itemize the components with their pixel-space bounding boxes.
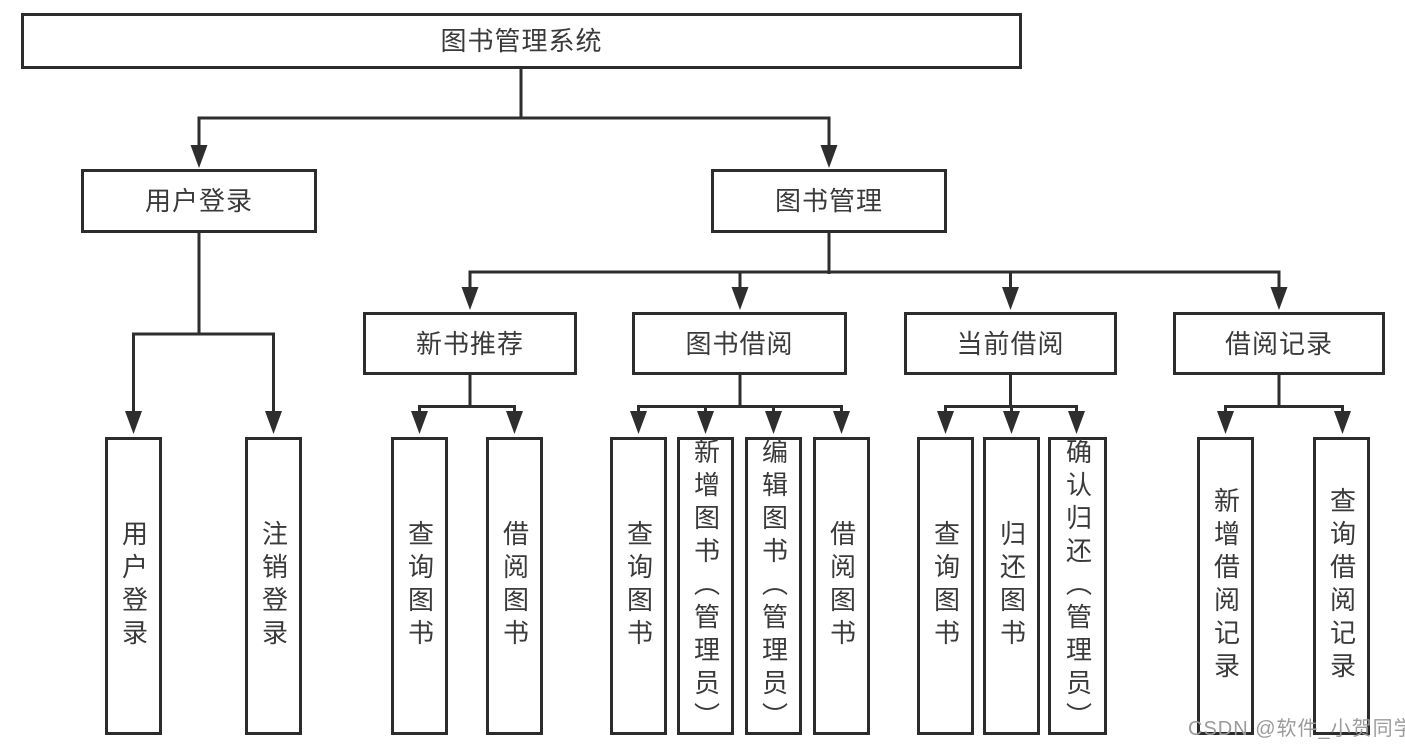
node-new-book-recommend-label: 新书推荐 [415, 328, 524, 359]
leaf-query-borrow-record-label: 查询借阅记录 [1326, 487, 1357, 685]
leaf-query-books-recommend: 查询图书 [391, 437, 448, 735]
watermark-text: CSDN @软件_小贺同学 [1188, 718, 1405, 740]
node-borrowing-records-label: 借阅记录 [1224, 328, 1333, 359]
leaf-borrow-books-recommend: 借阅图书 [486, 437, 543, 735]
leaf-edit-book-admin-label: 编辑图书（管理员） [758, 437, 789, 735]
leaf-query-books-borrowing: 查询图书 [610, 437, 667, 735]
leaf-query-books-recommend-label: 查询图书 [404, 520, 435, 652]
node-current-borrowing: 当前借阅 [904, 312, 1117, 375]
node-user-login-branch: 用户登录 [81, 169, 317, 233]
node-current-borrowing-label: 当前借阅 [956, 328, 1065, 359]
leaf-add-book-admin-label: 新增图书（管理员） [690, 437, 721, 735]
leaf-query-books-current-label: 查询图书 [930, 520, 961, 652]
leaf-return-books-label: 归还图书 [996, 520, 1027, 652]
leaf-logout-label: 注销登录 [258, 520, 289, 652]
leaf-borrow-books-recommend-label: 借阅图书 [499, 520, 530, 652]
node-new-book-recommend: 新书推荐 [363, 312, 577, 375]
leaf-user-login-label: 用户登录 [118, 520, 149, 652]
leaf-confirm-return-admin-label: 确认归还（管理员） [1062, 437, 1093, 735]
leaf-add-book-admin: 新增图书（管理员） [677, 437, 734, 735]
leaf-confirm-return-admin: 确认归还（管理员） [1048, 437, 1107, 735]
node-library-system: 图书管理系统 [21, 13, 1022, 69]
node-book-management-branch-label: 图书管理 [774, 186, 883, 216]
node-book-borrowing-label: 图书借阅 [685, 328, 794, 359]
leaf-logout: 注销登录 [245, 437, 302, 735]
node-book-management-branch: 图书管理 [711, 169, 947, 233]
leaf-add-borrow-record-label: 新增借阅记录 [1210, 487, 1241, 685]
leaf-query-borrow-record: 查询借阅记录 [1313, 437, 1370, 735]
leaf-query-books-current: 查询图书 [917, 437, 974, 735]
leaf-edit-book-admin: 编辑图书（管理员） [745, 437, 802, 735]
leaf-add-borrow-record: 新增借阅记录 [1197, 437, 1254, 735]
leaf-borrow-books-borrowing: 借阅图书 [813, 437, 870, 735]
leaf-return-books: 归还图书 [983, 437, 1040, 735]
node-book-borrowing: 图书借阅 [632, 312, 847, 375]
node-borrowing-records: 借阅记录 [1173, 312, 1385, 375]
leaf-query-books-borrowing-label: 查询图书 [623, 520, 654, 652]
leaf-borrow-books-borrowing-label: 借阅图书 [826, 520, 857, 652]
node-user-login-branch-label: 用户登录 [144, 186, 253, 216]
node-library-system-label: 图书管理系统 [440, 26, 603, 56]
leaf-user-login: 用户登录 [105, 437, 162, 735]
